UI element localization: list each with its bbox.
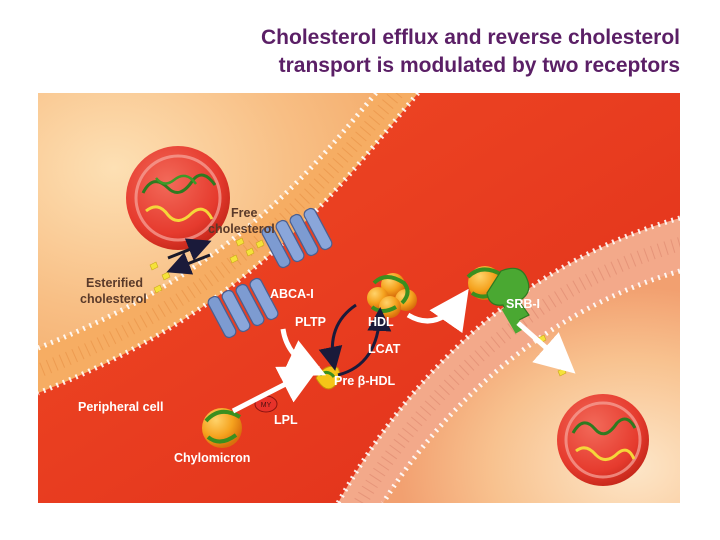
pre-beta-hdl-label: Pre β-HDL — [334, 374, 395, 388]
page-title: Cholesterol efflux and reverse cholester… — [120, 24, 680, 80]
prebhdl-to-hdl-arrow-icon — [337, 307, 392, 377]
pltp-label: PLTP — [295, 315, 326, 329]
chylomicron-to-prebhdl-arrow-icon — [231, 366, 320, 414]
chylomicron-label: Chylomicron — [174, 451, 250, 465]
title-line-1: Cholesterol efflux and reverse cholester… — [261, 26, 680, 49]
lpl-label: LPL — [274, 413, 298, 427]
diagram-canvas: MY Free cholesterol Esterified cholester… — [38, 93, 680, 503]
abca1-label: ABCA-I — [270, 287, 314, 301]
title-line-2: transport is modulated by two receptors — [278, 54, 680, 77]
free-cholesterol-label-2: cholesterol — [208, 222, 275, 236]
hdl-to-prebhdl-arrow-icon — [318, 303, 357, 371]
lipid-droplet-icon — [557, 394, 649, 486]
srb1-label: SRB-I — [506, 297, 540, 311]
liver-cell-membrane — [338, 218, 680, 503]
lpl-badge-label: MY — [261, 402, 272, 409]
esterified-cholesterol-label-2: cholesterol — [80, 292, 147, 306]
lcat-label: LCAT — [368, 342, 401, 356]
hdl-label: HDL — [368, 315, 394, 329]
hydrolysis-arrow-icon — [166, 252, 211, 275]
transporter-icon — [207, 277, 279, 339]
diagram-panel: MY Free cholesterol Esterified cholester… — [38, 93, 680, 503]
srb1-uptake-arrow-icon — [516, 321, 576, 374]
hdl-to-srb1-arrow-icon — [406, 288, 469, 334]
lipid-droplet-icon — [126, 146, 230, 250]
free-cholesterol-label-1: Free — [231, 206, 257, 220]
lipoprotein-icon — [202, 408, 242, 448]
peripheral-cell-label: Peripheral cell — [78, 400, 163, 414]
esterified-cholesterol-label-1: Esterified — [86, 276, 143, 290]
transporter-icon — [261, 207, 333, 269]
